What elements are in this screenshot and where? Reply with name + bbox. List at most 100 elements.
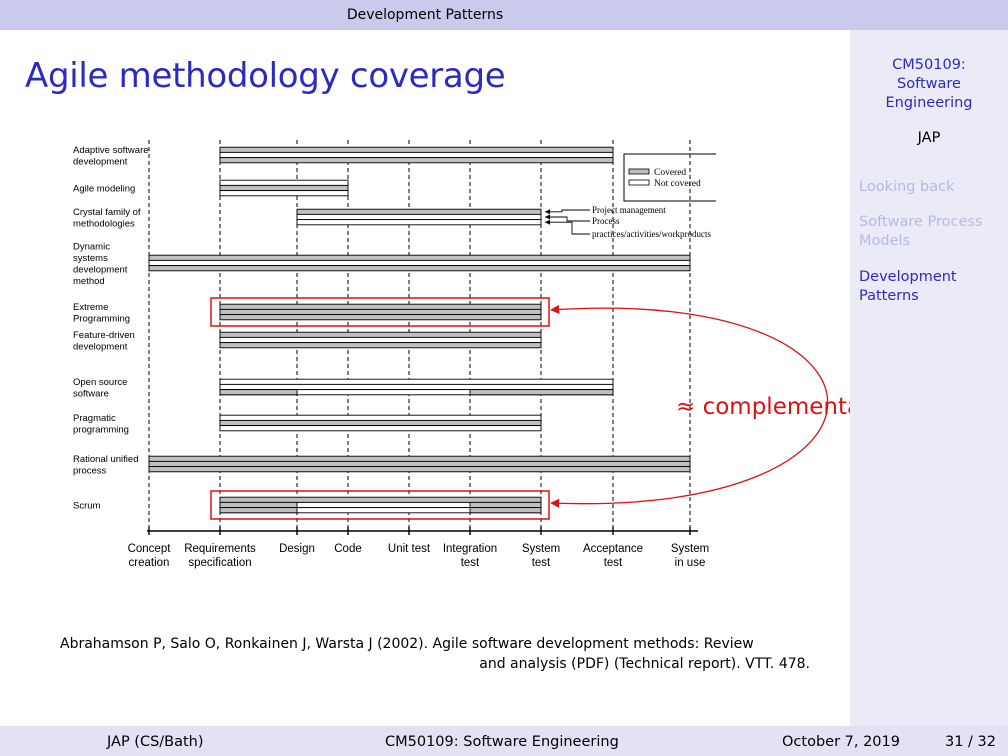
sidebar-item-development-patterns[interactable]: Development Patterns — [859, 269, 957, 304]
footer-author[interactable]: JAP (CS/Bath) — [107, 734, 204, 750]
coverage-bar-track — [296, 219, 542, 226]
phase-label: test — [532, 557, 551, 569]
sidebar-item-software-process-models[interactable]: Software Process Models — [859, 214, 983, 249]
method-label: Pragmatic — [73, 413, 116, 424]
coverage-bar-track — [148, 254, 691, 261]
track-annotation-leader — [545, 221, 590, 235]
track-annotation-label: practices/activities/workproducts — [592, 229, 711, 239]
method-label: Rational unified — [73, 454, 139, 465]
method-label: Open source — [73, 377, 127, 388]
method-label: Crystal family of — [73, 207, 141, 218]
coverage-bar-track — [219, 184, 349, 192]
highlight-box — [210, 297, 550, 327]
method-label: Adaptive software — [73, 145, 149, 156]
sidebar-author[interactable]: JAP — [917, 130, 941, 146]
arrow-head-icon — [545, 219, 550, 225]
coverage-bar-track — [219, 389, 298, 396]
phase-label: Requirements — [184, 543, 256, 555]
phase-label: Concept — [128, 543, 172, 555]
legend-label-not-covered: Not covered — [654, 179, 701, 189]
citation-line-2: and analysis (PDF) (Technical report). V… — [479, 656, 810, 672]
coverage-bar-track — [219, 331, 542, 338]
method-label: process — [73, 465, 107, 476]
arrow-head-icon — [545, 214, 550, 220]
header-bar: Development Patterns — [0, 0, 1008, 30]
citation: Abrahamson P, Salo O, Ronkainen J, Warst… — [60, 634, 810, 674]
coverage-bar-track — [296, 213, 542, 221]
coverage-bars — [148, 146, 691, 514]
coverage-bar-track — [219, 336, 542, 344]
coverage-bar-track — [219, 414, 542, 421]
method-label: Extreme — [73, 302, 108, 313]
complementary-annotation: ≈ complementary — [676, 394, 850, 420]
coverage-bar-track — [219, 425, 542, 432]
coverage-bar-track — [219, 419, 542, 427]
coverage-bar-track — [469, 501, 542, 509]
phase-label: Code — [334, 543, 362, 555]
arrow-head-icon — [545, 209, 550, 215]
coverage-bar-track — [219, 308, 542, 316]
sidebar-course-title[interactable]: CM50109: Software Engineering — [850, 56, 1008, 113]
highlight-box — [210, 490, 550, 520]
method-label: development — [73, 264, 128, 275]
coverage-bar-track — [219, 151, 614, 159]
sidebar-item-looking-back[interactable]: Looking back — [859, 179, 955, 195]
method-label: method — [73, 276, 105, 287]
coverage-bar-track — [469, 507, 542, 514]
footer-date: October 7, 2019 — [782, 734, 900, 750]
legend-box — [623, 153, 716, 202]
coverage-bar-track — [219, 179, 349, 186]
method-label: Agile modeling — [73, 184, 135, 195]
legend-label-covered: Covered — [654, 168, 686, 178]
track-annotation-leader — [545, 209, 590, 213]
method-label: software — [73, 388, 109, 399]
phase-label: System — [522, 543, 560, 555]
phase-label: Integration — [443, 543, 497, 555]
coverage-bar-track — [219, 314, 542, 321]
coverage-bar-track — [296, 208, 542, 215]
footer-course[interactable]: CM50109: Software Engineering — [385, 734, 619, 750]
method-label: development — [73, 156, 128, 167]
phase-axis: Concept creation Requirements specification… — [128, 527, 709, 569]
method-label: Feature-driven — [73, 330, 135, 341]
coverage-bar-track — [148, 460, 691, 468]
course-line: Software — [897, 76, 961, 92]
method-label: methodologies — [73, 218, 135, 229]
section-title: Development Patterns — [346, 7, 504, 23]
coverage-bar-track — [219, 303, 542, 310]
method-label: Dynamic — [73, 241, 110, 252]
method-label: Programming — [73, 313, 130, 324]
phase-label: System — [671, 543, 709, 555]
track-annotation-leader — [545, 216, 590, 222]
sidebar: CM50109: Software Engineering JAP Lookin… — [850, 30, 1008, 726]
method-label: development — [73, 341, 128, 352]
method-label: systems — [73, 253, 108, 264]
course-line: Engineering — [885, 95, 973, 111]
coverage-bar-track — [219, 342, 542, 349]
coverage-bar-track — [219, 146, 614, 153]
phase-label: Design — [279, 543, 315, 555]
coverage-bar-track — [148, 466, 691, 473]
track-annotation-label: Project management — [592, 205, 666, 215]
footer-page-number: 31 / 32 — [945, 734, 997, 750]
method-label: Scrum — [73, 501, 101, 512]
phase-label: Acceptance — [583, 543, 643, 555]
coverage-bar-track — [219, 507, 298, 514]
coverage-bar-track — [469, 389, 614, 396]
coverage-bar-track — [148, 259, 691, 267]
coverage-bar-track — [219, 496, 542, 503]
phase-label: specification — [188, 557, 251, 569]
coverage-bar-track — [148, 265, 691, 272]
track-annotation-label: Process — [592, 216, 620, 226]
method-label: programming — [73, 424, 129, 435]
coverage-bar-track — [219, 501, 298, 509]
phase-label: test — [461, 557, 480, 569]
coverage-bar-track — [219, 378, 614, 385]
phase-label: creation — [129, 557, 170, 569]
phase-label: Unit test — [388, 543, 431, 555]
coverage-bar-track — [219, 157, 614, 164]
highlight-group: ≈ complementary — [210, 297, 850, 520]
